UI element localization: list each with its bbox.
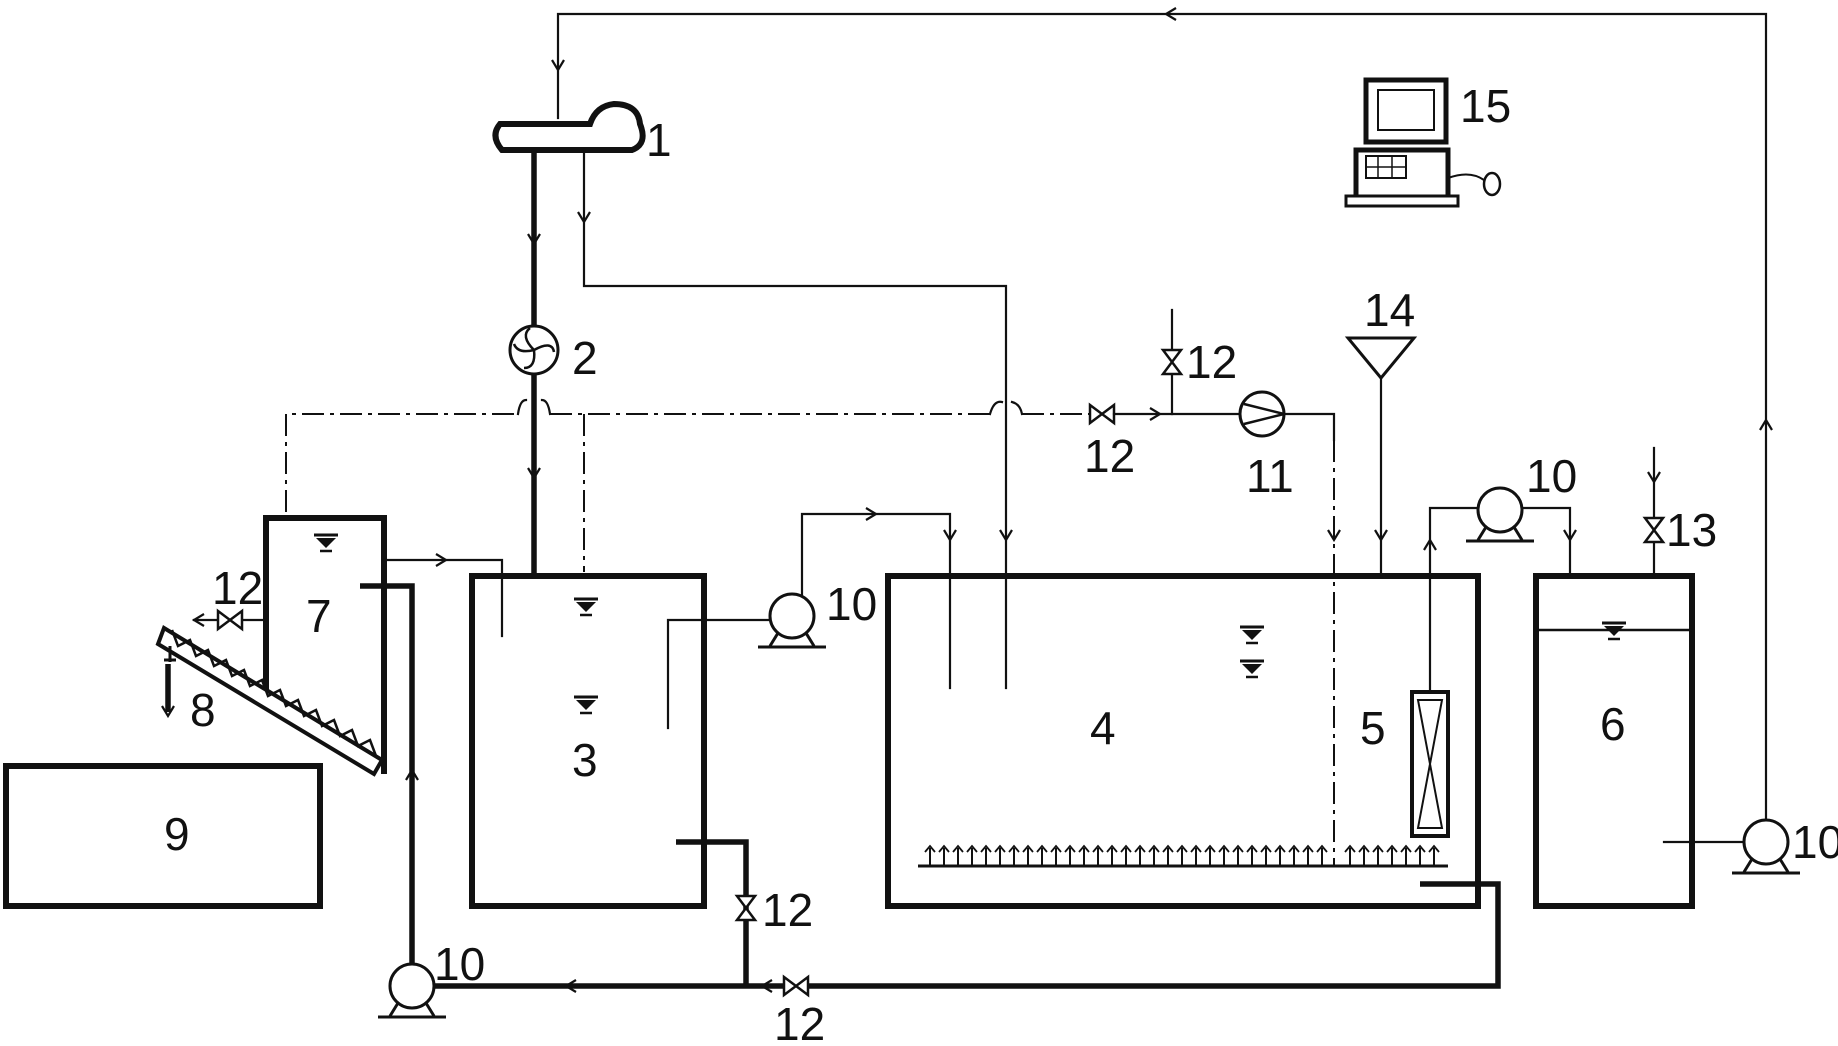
valve-icon[interactable] [1643, 516, 1665, 544]
water-level-icon [312, 533, 340, 553]
valve-icon[interactable] [1088, 403, 1116, 425]
label-12-e: 12 [774, 998, 825, 1046]
label-12-b: 12 [1084, 430, 1135, 482]
tank-4 [885, 573, 1481, 909]
tank3-bottom-outlet [676, 839, 749, 986]
label-15: 15 [1460, 80, 1511, 132]
label-11: 11 [1246, 450, 1294, 502]
label-4: 4 [1090, 702, 1116, 754]
flowmeter-icon [1410, 690, 1450, 838]
water-level-icon [572, 597, 600, 617]
inlet-unit [492, 100, 646, 153]
tank4-return [808, 881, 1501, 989]
tank-6 [1533, 573, 1695, 909]
label-12-a: 12 [212, 562, 263, 614]
label-10-c: 10 [1792, 816, 1838, 868]
label-10-b: 10 [1526, 450, 1577, 502]
air-pump-out [1282, 412, 1336, 442]
air-pump-icon [1238, 390, 1286, 438]
valve-icon[interactable] [1161, 348, 1183, 376]
settler-overflow [382, 558, 504, 638]
valve-icon[interactable] [782, 975, 810, 997]
tank3-outlet [666, 618, 774, 730]
label-12-c: 12 [1186, 336, 1237, 388]
label-10-d: 10 [434, 938, 485, 990]
return-line-top [556, 12, 1768, 832]
funnel-icon [1344, 336, 1418, 381]
recycle-up-line [360, 583, 415, 966]
label-2: 2 [572, 332, 598, 384]
label-10-a: 10 [826, 578, 877, 630]
settler-tank [263, 515, 387, 774]
line-1-to-tank4 [582, 148, 1008, 690]
tank-3 [469, 573, 707, 909]
valve-icon[interactable] [735, 894, 757, 922]
fan-icon [508, 324, 560, 376]
label-13: 13 [1666, 504, 1717, 556]
label-1: 1 [646, 114, 672, 166]
label-7: 7 [306, 590, 332, 642]
computer-icon [1344, 77, 1502, 208]
air-line-hop [516, 398, 1024, 416]
label-8: 8 [190, 684, 216, 736]
label-9: 9 [164, 808, 190, 860]
label-5: 5 [1360, 702, 1386, 754]
water-level-icon [572, 695, 600, 715]
water-level-icon [1238, 625, 1266, 645]
label-3: 3 [572, 734, 598, 786]
label-14: 14 [1364, 284, 1415, 336]
pump-icon[interactable] [1730, 818, 1802, 875]
screw-conveyor [155, 625, 385, 777]
diffuser [918, 844, 1448, 868]
storage-tank-9 [3, 763, 323, 909]
label-6: 6 [1600, 698, 1626, 750]
pump-icon[interactable] [1464, 486, 1536, 543]
label-12-d: 12 [762, 884, 813, 936]
circulation-line [1428, 506, 1572, 694]
air-line [285, 413, 1090, 512]
water-level-icon [1238, 659, 1266, 679]
